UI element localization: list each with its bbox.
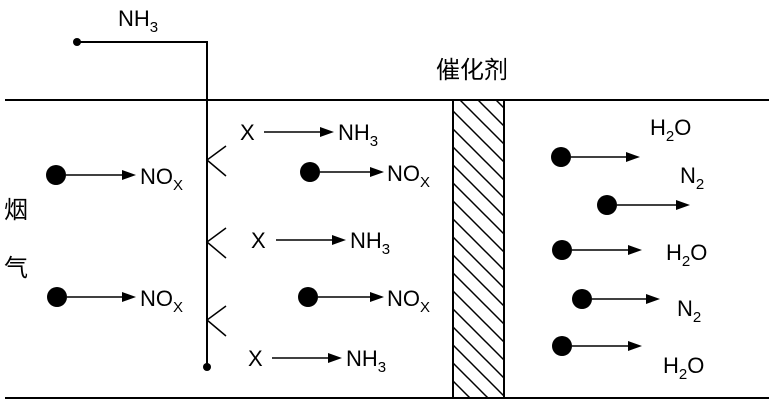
nozzle-lower bbox=[205, 305, 227, 337]
nox-particle-dot bbox=[46, 165, 66, 185]
product-nitrogen-1: N2 bbox=[597, 163, 704, 215]
nox-particle-dot bbox=[298, 287, 318, 307]
x-to-ammonia-upper: X NH3 bbox=[240, 120, 378, 150]
nozzle-middle bbox=[205, 227, 227, 259]
x-label: X bbox=[251, 228, 266, 253]
nox-label: NOX bbox=[140, 286, 183, 316]
ammonia-pipe-line bbox=[77, 41, 208, 367]
nox-label: NOX bbox=[387, 286, 430, 316]
flue-gas-label-1: 烟 bbox=[4, 197, 28, 224]
nox-particle-upper-left: NOX bbox=[46, 164, 183, 194]
nozzle-upper bbox=[205, 145, 227, 177]
nox-label: NOX bbox=[140, 164, 183, 194]
nitrogen-label: N2 bbox=[677, 296, 701, 326]
product-water-1: H2O bbox=[551, 115, 691, 167]
nox-label: NOX bbox=[387, 161, 430, 191]
product-arrow-head bbox=[676, 200, 690, 210]
product-particle-dot bbox=[552, 336, 572, 356]
nitrogen-label: N2 bbox=[680, 163, 704, 193]
water-label: H2O bbox=[650, 115, 691, 145]
water-label: H2O bbox=[666, 240, 707, 270]
product-arrow-head bbox=[646, 294, 660, 304]
product-water-3: H2O bbox=[552, 336, 704, 383]
nox-arrow-head bbox=[370, 167, 384, 177]
product-arrow-head bbox=[628, 245, 642, 255]
catalyst-bed bbox=[452, 99, 505, 399]
product-particle-dot bbox=[551, 147, 571, 167]
product-nitrogen-2: N2 bbox=[572, 289, 701, 326]
x-arrow-head bbox=[332, 235, 346, 245]
catalyst-label: 催化剂 bbox=[436, 57, 508, 84]
ammonia-label: NH3 bbox=[346, 346, 386, 376]
nox-particle-lower-mid: NOX bbox=[298, 286, 430, 316]
x-arrow-head bbox=[328, 353, 342, 363]
product-particle-dot bbox=[572, 289, 592, 309]
nox-arrow-head bbox=[122, 292, 136, 302]
nox-arrow-head bbox=[370, 292, 384, 302]
ammonia-pipe-end-dot bbox=[203, 363, 211, 371]
ammonia-injection-pipe: NH3 bbox=[73, 6, 211, 371]
product-water-2: H2O bbox=[552, 240, 707, 270]
x-label: X bbox=[240, 120, 255, 145]
nox-arrow-head bbox=[122, 170, 136, 180]
nox-particle-dot bbox=[300, 162, 320, 182]
product-particle-dot bbox=[552, 240, 572, 260]
x-arrow-head bbox=[320, 127, 334, 137]
nox-particle-upper-mid: NOX bbox=[300, 161, 430, 191]
nox-particle-lower-left: NOX bbox=[47, 286, 183, 316]
product-arrow-head bbox=[626, 152, 640, 162]
ammonia-label: NH3 bbox=[350, 228, 390, 258]
ammonia-label: NH3 bbox=[338, 120, 378, 150]
water-label: H2O bbox=[663, 353, 704, 383]
ammonia-inlet-label: NH3 bbox=[118, 6, 158, 36]
x-to-ammonia-middle: X NH3 bbox=[251, 228, 390, 258]
flue-gas-label-2: 气 bbox=[4, 255, 28, 282]
product-particle-dot bbox=[597, 195, 617, 215]
product-arrow-head bbox=[628, 341, 642, 351]
nox-particle-dot bbox=[47, 287, 67, 307]
x-to-ammonia-lower: X NH3 bbox=[248, 346, 386, 376]
x-label: X bbox=[248, 346, 263, 371]
